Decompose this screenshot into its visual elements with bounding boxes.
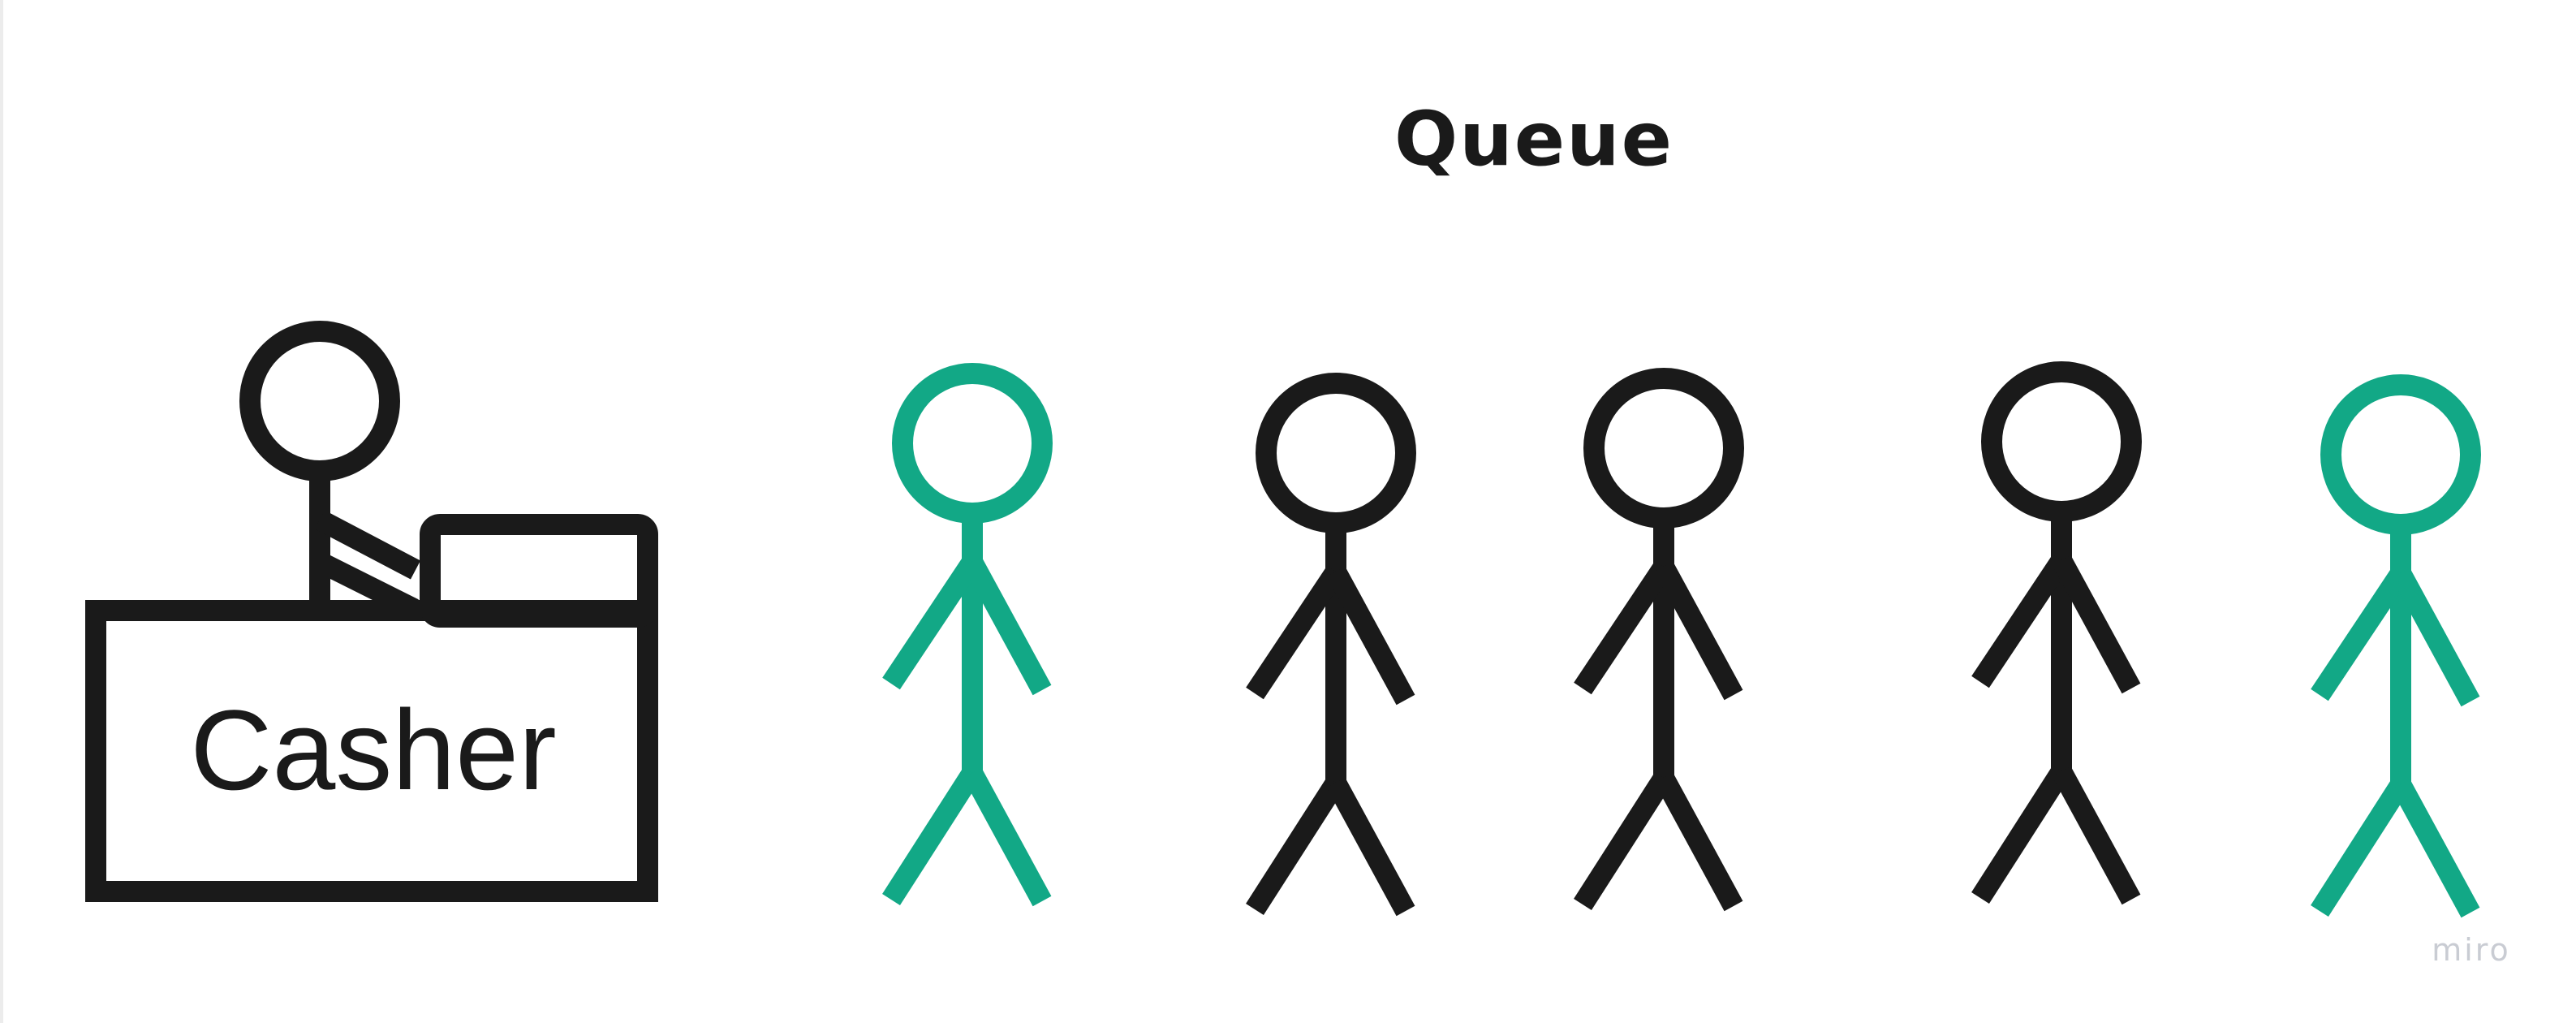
right-arm bbox=[1654, 561, 1743, 701]
casher-head bbox=[239, 321, 400, 481]
counter-box bbox=[85, 600, 658, 902]
right-arm bbox=[2052, 555, 2141, 694]
casher-label: Casher bbox=[190, 686, 556, 814]
casher-person[interactable] bbox=[239, 321, 421, 619]
miro-watermark: miro bbox=[2432, 932, 2511, 968]
right-arm bbox=[1326, 566, 1415, 706]
right-leg bbox=[2391, 779, 2480, 918]
right-leg bbox=[963, 767, 1052, 907]
person-1[interactable] bbox=[882, 363, 1053, 907]
casher-arm bbox=[314, 510, 421, 580]
right-leg bbox=[1654, 772, 1743, 912]
person-3[interactable] bbox=[1574, 368, 1744, 912]
casher-lower-arm bbox=[315, 552, 419, 619]
left-leg bbox=[2311, 778, 2410, 917]
cash-register[interactable] bbox=[420, 514, 658, 628]
person-5[interactable] bbox=[2311, 374, 2481, 918]
right-arm bbox=[2391, 568, 2480, 707]
queue-people bbox=[882, 361, 2481, 918]
queue-title[interactable]: Queue bbox=[1394, 96, 1674, 183]
left-leg bbox=[1574, 771, 1673, 911]
person-2[interactable] bbox=[1246, 373, 1416, 917]
canvas-left-border bbox=[0, 0, 3, 1023]
left-arm bbox=[1574, 560, 1673, 695]
left-arm bbox=[1971, 554, 2070, 688]
left-arm bbox=[2311, 567, 2410, 701]
left-leg bbox=[882, 766, 981, 906]
right-leg bbox=[1326, 777, 1415, 917]
head bbox=[1256, 373, 1416, 533]
casher-counter[interactable] bbox=[85, 600, 658, 902]
right-leg bbox=[2052, 766, 2141, 905]
register-box bbox=[420, 514, 658, 628]
head bbox=[1981, 361, 2142, 522]
right-arm bbox=[963, 556, 1052, 696]
left-leg bbox=[1971, 765, 2070, 904]
head bbox=[1583, 368, 1744, 529]
head bbox=[2320, 374, 2481, 535]
left-arm bbox=[1246, 565, 1345, 700]
left-arm bbox=[882, 555, 981, 690]
person-4[interactable] bbox=[1971, 361, 2142, 905]
left-leg bbox=[1246, 776, 1345, 916]
head bbox=[892, 363, 1053, 524]
